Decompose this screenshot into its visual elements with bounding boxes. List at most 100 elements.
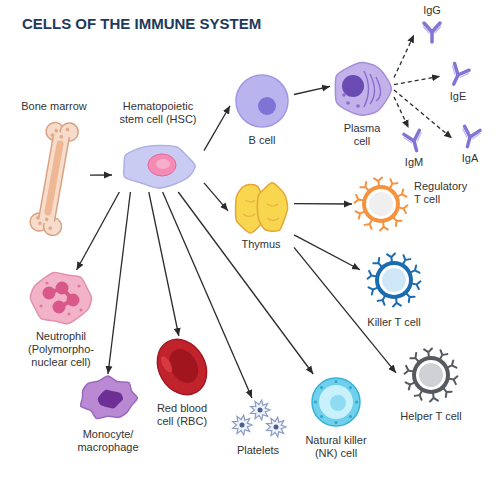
t-cell-ring bbox=[412, 356, 450, 394]
cell-picture bbox=[72, 374, 144, 422]
arrow-connector bbox=[204, 183, 228, 211]
antibody-chain bbox=[424, 23, 432, 32]
arrow-connector bbox=[90, 174, 112, 175]
antibody-light-chain bbox=[461, 129, 469, 137]
antibody-symbol bbox=[423, 23, 441, 42]
plasma-cell-granule bbox=[346, 101, 350, 105]
diagram-title: CELLS OF THE IMMUNE SYSTEM bbox=[22, 15, 261, 33]
neutrophil-granule bbox=[79, 308, 82, 311]
bone-spongy-dot bbox=[59, 135, 63, 139]
cell-node: Plasma cell bbox=[330, 60, 394, 148]
platelet-core bbox=[258, 408, 263, 413]
antibody-light-chain bbox=[473, 132, 481, 140]
neutrophil-nucleus-lobe bbox=[56, 282, 69, 295]
cell-label: IgE bbox=[440, 90, 476, 103]
b-cell-nucleus bbox=[258, 97, 276, 115]
cell-label: Neutrophil (Polymorpho- nuclear cell) bbox=[24, 330, 98, 369]
bone-shaft bbox=[38, 131, 70, 224]
platelet-core bbox=[240, 423, 245, 428]
cell-picture bbox=[112, 140, 204, 192]
t-cell-ring bbox=[375, 261, 413, 299]
t-cell-core bbox=[419, 363, 443, 387]
nk-cell-granule bbox=[335, 380, 338, 383]
nk-cell-granule bbox=[335, 421, 338, 424]
cell-node: Hematopoietic stem cell (HSC) bbox=[112, 100, 204, 192]
antibody-light-chain bbox=[435, 26, 441, 33]
plasma-cell-er bbox=[370, 74, 375, 104]
platelet-core bbox=[274, 425, 279, 430]
red-blood-cell-disc bbox=[148, 330, 217, 403]
neutrophil-granule bbox=[45, 281, 48, 284]
neutrophil-granule bbox=[67, 312, 70, 315]
arrow-connector bbox=[294, 86, 330, 94]
cell-picture bbox=[414, 19, 450, 45]
cell-node: Platelets bbox=[228, 398, 288, 457]
cell-label: Plasma cell bbox=[340, 122, 384, 148]
bone-spongy-dot bbox=[50, 133, 54, 137]
cell-label: Monocyte/ macrophage bbox=[75, 428, 141, 454]
cell-picture bbox=[18, 117, 90, 239]
nk-cell-granule bbox=[349, 386, 352, 389]
bone-spongy-dot bbox=[54, 129, 58, 133]
bone-spongy-dot bbox=[36, 216, 40, 220]
stem-cell-nucleus bbox=[148, 154, 176, 176]
bone-spongy-dot bbox=[38, 221, 42, 225]
cell-picture bbox=[452, 124, 488, 150]
monocyte-body bbox=[81, 376, 138, 419]
cell-node: B cell bbox=[230, 72, 294, 147]
neutrophil-granule bbox=[77, 284, 80, 287]
cell-label: IgM bbox=[396, 156, 432, 169]
bone-spongy-dot bbox=[45, 217, 49, 221]
cell-node: Killer T cell bbox=[360, 250, 428, 329]
cell-node: IgM bbox=[396, 128, 432, 169]
b-cell-body bbox=[236, 75, 288, 127]
cell-picture bbox=[230, 72, 294, 130]
arrow-connector bbox=[394, 90, 452, 138]
neutrophil-nucleus-lobe bbox=[53, 301, 66, 314]
plasma-cell-granule bbox=[356, 104, 360, 108]
cell-label: Killer T cell bbox=[360, 316, 428, 329]
neutrophil-nucleus-lobe bbox=[67, 294, 80, 307]
rbc-rim bbox=[148, 330, 217, 403]
cell-picture bbox=[440, 62, 476, 88]
nk-cell-granule bbox=[320, 386, 323, 389]
arrow-connector bbox=[394, 97, 409, 128]
arrow-connector bbox=[294, 247, 396, 373]
monocyte-nucleus bbox=[98, 390, 123, 409]
cell-label: Bone marrow bbox=[18, 100, 90, 113]
nk-cell-granule bbox=[314, 401, 317, 404]
bone-spongy-dot bbox=[66, 128, 70, 132]
arrow-connector bbox=[294, 235, 360, 270]
t-cell-core bbox=[369, 192, 393, 216]
cell-picture bbox=[396, 346, 466, 404]
platelet-body bbox=[233, 415, 252, 435]
arrow-connector bbox=[394, 35, 414, 78]
antibody-light-chain bbox=[415, 133, 423, 141]
t-cell-core bbox=[382, 268, 406, 292]
plasma-cell-er bbox=[376, 77, 381, 101]
t-cell-membrane bbox=[416, 360, 446, 390]
cell-picture bbox=[396, 128, 432, 154]
cell-node: Thymus bbox=[228, 178, 294, 251]
cell-node: Helper T cell bbox=[396, 346, 466, 423]
arrow-connector bbox=[77, 192, 120, 270]
antibody-symbol bbox=[446, 63, 470, 88]
cell-picture bbox=[330, 60, 394, 118]
thymus-lobule bbox=[267, 218, 279, 221]
nk-cell-granule bbox=[349, 415, 352, 418]
cell-label: Regulatory T cell bbox=[414, 180, 472, 206]
cell-node: Monocyte/ macrophage bbox=[72, 374, 144, 454]
cell-picture bbox=[352, 176, 410, 232]
cell-label: Natural killer (NK) cell bbox=[300, 434, 372, 460]
nk-cell-nucleus bbox=[330, 395, 346, 411]
cell-label: Platelets bbox=[228, 444, 288, 457]
cell-picture bbox=[22, 270, 100, 326]
antibody-light-chain bbox=[449, 66, 457, 75]
arrow-connector bbox=[394, 76, 440, 84]
antibody-light-chain bbox=[404, 136, 412, 144]
nk-cell-granule bbox=[320, 415, 323, 418]
neutrophil-nucleus-lobe bbox=[43, 287, 56, 300]
antibody-chain bbox=[458, 67, 469, 79]
platelet-body bbox=[267, 417, 286, 437]
